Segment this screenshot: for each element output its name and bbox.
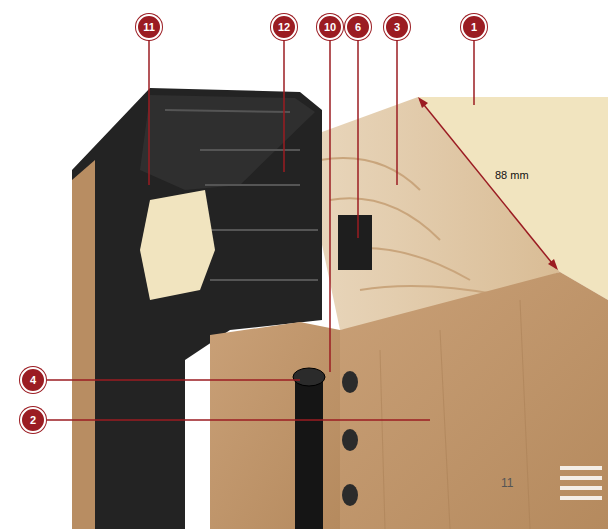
panel-number: 11 [501, 476, 513, 490]
callout-number: 11 [136, 14, 162, 40]
callout-number: 4 [20, 367, 46, 393]
dimension-label: 88 mm [492, 168, 532, 182]
callout-number: 6 [345, 14, 371, 40]
callout-number: 3 [384, 14, 410, 40]
callout-number: 1 [461, 14, 487, 40]
callout-number: 2 [20, 407, 46, 433]
callout-number: 10 [317, 14, 343, 40]
callout-number: 12 [271, 14, 297, 40]
